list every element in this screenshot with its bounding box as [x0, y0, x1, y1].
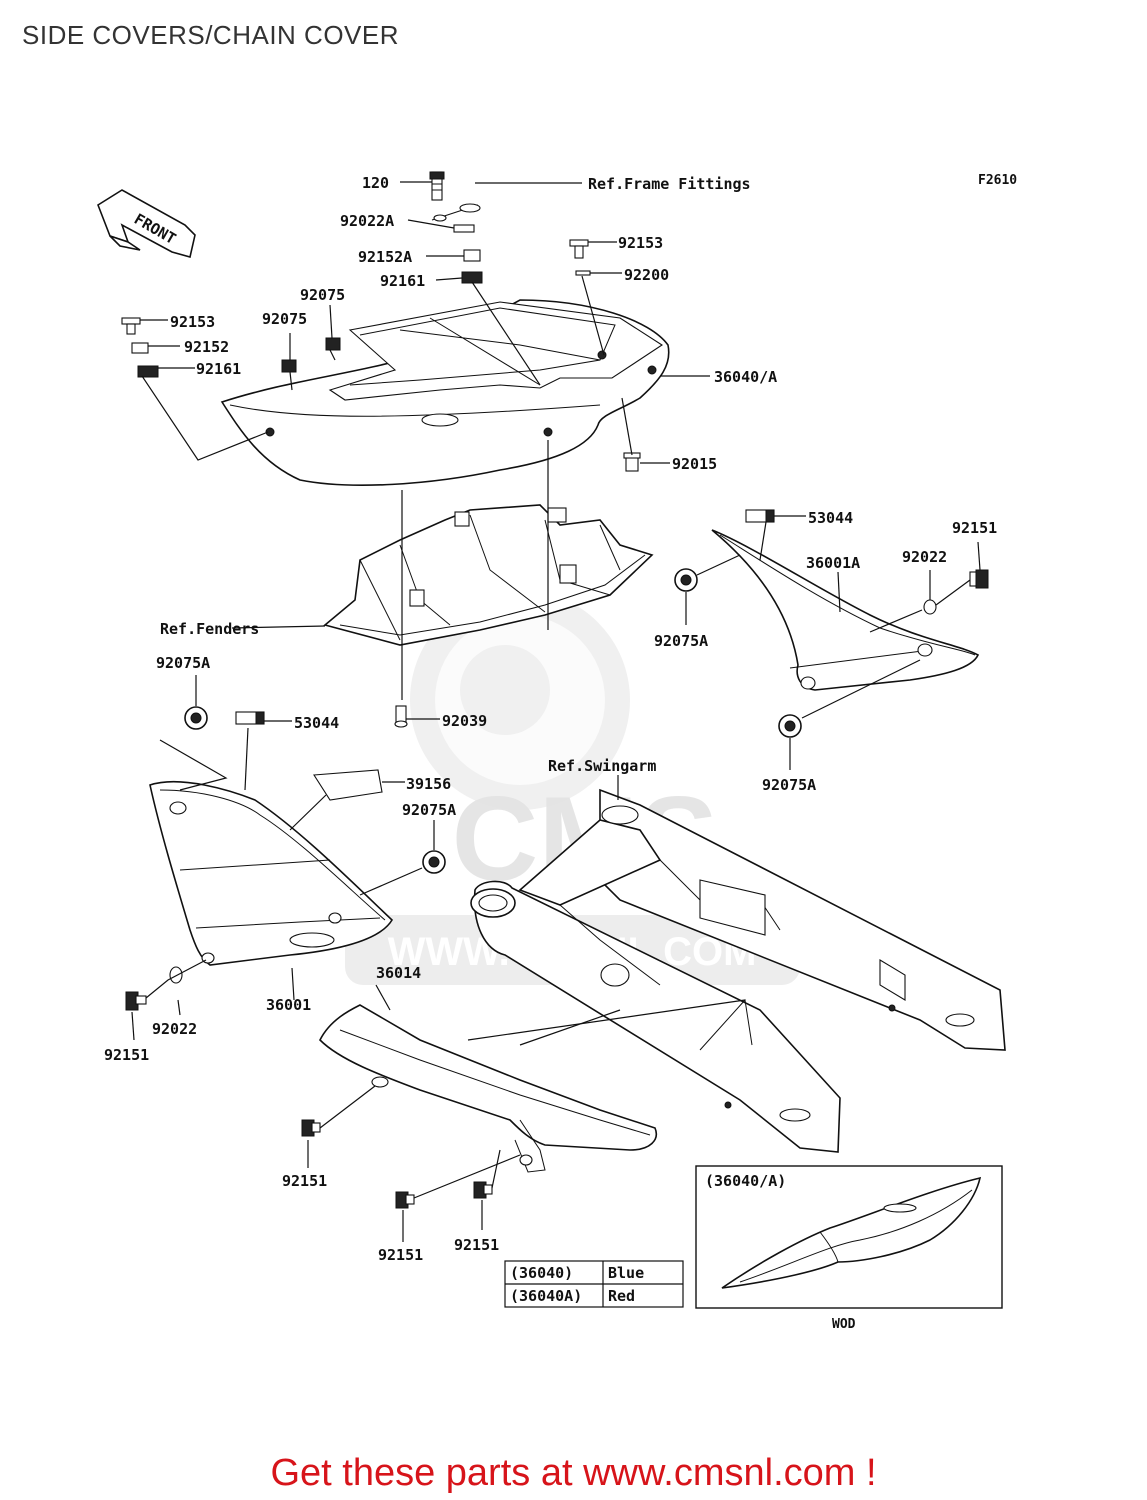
bolt-92015-icon: [623, 452, 641, 472]
label-92075a-center: 92075A: [402, 801, 456, 819]
label-92015: 92015: [672, 455, 717, 473]
label-92022a: 92022A: [340, 212, 394, 230]
footer-link[interactable]: Get these parts at www.cmsnl.com !: [270, 1452, 877, 1494]
collar-92152-icon: [131, 342, 149, 354]
color-table-color-1: Red: [608, 1287, 635, 1305]
label-92022-left: 92022: [152, 1020, 197, 1038]
cable-icon: [431, 203, 481, 222]
washer-92200-icon: [575, 270, 591, 276]
color-table: (36040) Blue (36040A) Red: [504, 1260, 684, 1308]
grommet-92161-left-icon: [137, 365, 159, 378]
chain-cover-36014-icon: [319, 1004, 657, 1173]
inset-code: WOD: [832, 1317, 856, 1332]
label-92153-left: 92153: [170, 313, 215, 331]
label-92151-bottom-a: 92151: [378, 1246, 423, 1264]
inset-box: (36040/A) WOD: [695, 1165, 1003, 1332]
label-92075a-right-low: 92075A: [762, 776, 816, 794]
color-table-part-1: (36040A): [510, 1287, 582, 1305]
bolt-92151-right-icon: [969, 569, 989, 589]
label-92075a-left: 92075A: [156, 654, 210, 672]
label-92151-bottom-b: 92151: [454, 1236, 499, 1254]
label-39156: 39156: [406, 775, 451, 793]
label-92161-left: 92161: [196, 360, 241, 378]
side-cover-36001a-icon: [711, 529, 980, 691]
bolt-92151-chain-icon: [301, 1119, 321, 1137]
color-table-color-0: Blue: [608, 1264, 644, 1282]
inset-title: (36040/A): [705, 1172, 786, 1190]
bolt-92151-bottom-b-icon: [473, 1181, 493, 1199]
label-ref-swingarm: Ref.Swingarm: [548, 757, 656, 775]
label-36001: 36001: [266, 996, 311, 1014]
bolt-92151-left-icon: [125, 991, 147, 1011]
figure-code: F2610: [978, 173, 1017, 188]
bolt-92153-top-icon: [569, 239, 589, 259]
label-53044-right: 53044: [808, 509, 853, 527]
grommet-92075a-mid-icon: [674, 568, 698, 592]
side-cover-36001-icon: [149, 780, 394, 966]
washer-92022-left-icon: [169, 966, 183, 984]
collar-92152a-icon: [463, 249, 481, 262]
grommet-92075a-center-icon: [422, 850, 446, 874]
label-92152: 92152: [184, 338, 229, 356]
page-title: SIDE COVERS/CHAIN COVER: [22, 20, 400, 50]
color-table-part-0: (36040): [510, 1264, 573, 1282]
grommet-92161-top-icon: [461, 271, 483, 284]
label-36040a: 36040/A: [714, 368, 777, 386]
label-92152a: 92152A: [358, 248, 412, 266]
seat-cover-36040-icon: [220, 299, 670, 486]
leader-lines: [131, 181, 981, 1242]
inset-cover-icon: [721, 1176, 982, 1289]
label-120: 120: [362, 174, 389, 192]
label-ref-fenders: Ref.Fenders: [160, 620, 259, 638]
label-92075-b: 92075: [300, 286, 345, 304]
front-arrow-icon: FRONT: [97, 189, 196, 258]
bolt-120-icon: [429, 171, 445, 201]
parts-diagram: CMS WWW.CMSNL.COM F2610 FRONT: [97, 171, 1017, 1332]
label-92161-top: 92161: [380, 272, 425, 290]
washer-92022-right-icon: [923, 599, 937, 615]
label-53044-left: 53044: [294, 714, 339, 732]
label-92075a-mid: 92075A: [654, 632, 708, 650]
bolt-92039-icon: [394, 705, 408, 728]
label-ref-frame: Ref.Frame Fittings: [588, 175, 751, 193]
label-39156-icon: [313, 769, 383, 801]
label-92075-a: 92075: [262, 310, 307, 328]
label-92151-left: 92151: [104, 1046, 149, 1064]
grommet-92075-a-icon: [281, 359, 297, 373]
label-92151-right: 92151: [952, 519, 997, 537]
label-92151-chain: 92151: [282, 1172, 327, 1190]
label-36001a: 36001A: [806, 554, 860, 572]
bolt-92153-left-icon: [121, 317, 141, 335]
pin-53044-right-icon: [745, 509, 775, 523]
label-92039: 92039: [442, 712, 487, 730]
label-92022-right: 92022: [902, 548, 947, 566]
part-labels: 120 Ref.Frame Fittings 92022A 92152A 921…: [104, 174, 997, 1264]
label-92153-top: 92153: [618, 234, 663, 252]
clip-92022a-icon: [453, 224, 475, 233]
grommet-92075-b-icon: [325, 337, 341, 351]
swingarm-icon: [470, 788, 1006, 1153]
label-92200: 92200: [624, 266, 669, 284]
bolt-92151-bottom-a-icon: [395, 1191, 415, 1209]
rear-fender-icon: [323, 504, 654, 646]
grommet-92075a-right-low-icon: [778, 714, 802, 738]
pin-53044-left-icon: [235, 711, 265, 725]
grommet-92075a-left-icon: [184, 706, 208, 730]
label-36014: 36014: [376, 964, 421, 982]
